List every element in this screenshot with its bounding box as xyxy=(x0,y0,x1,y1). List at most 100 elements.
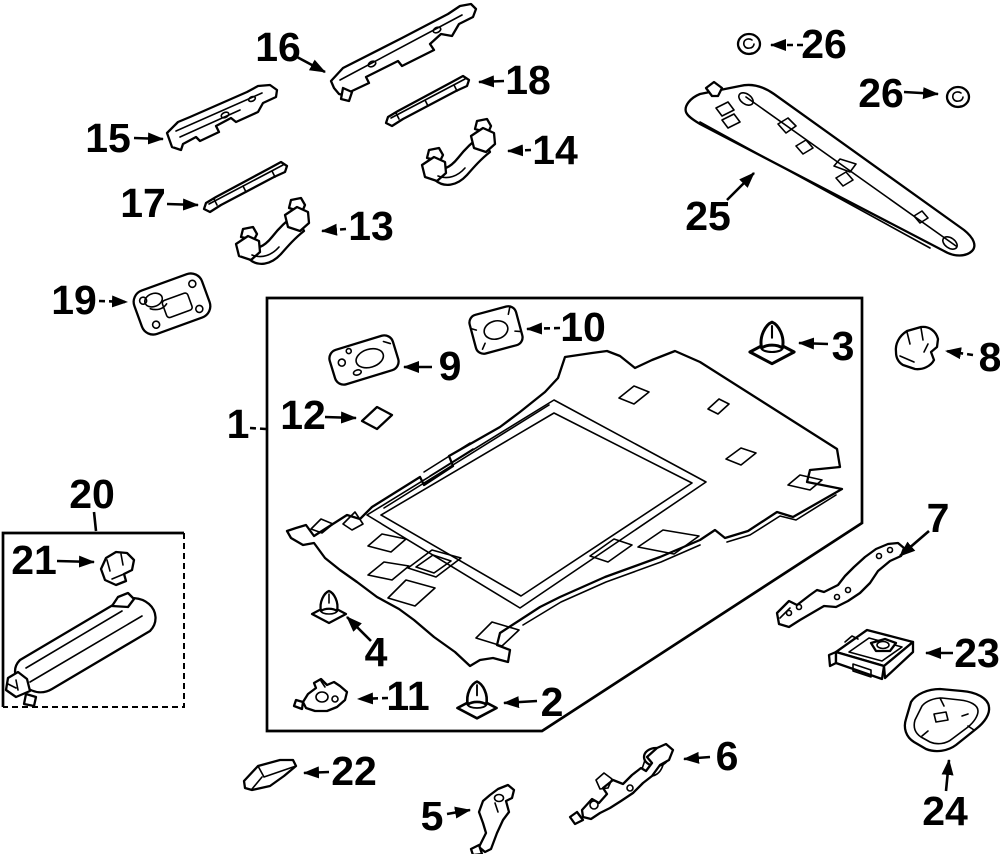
part-14-assist-grip xyxy=(420,117,497,187)
callout-23-label: 23 xyxy=(954,630,1000,676)
callout-22: 22 xyxy=(303,748,377,794)
callout-9: 9 xyxy=(403,343,462,389)
callout-24: 24 xyxy=(922,759,968,834)
callout-26-left-label: 26 xyxy=(801,21,847,67)
callout-4-arrow xyxy=(346,616,372,642)
part-26-grommet-right xyxy=(945,85,971,109)
callout-3-arrow xyxy=(798,337,829,350)
callout-21: 21 xyxy=(11,537,95,583)
callout-13-label: 13 xyxy=(348,203,394,249)
group-box-sunvisor xyxy=(1,531,185,708)
callout-1: 1 xyxy=(227,401,267,447)
part-2-clip xyxy=(456,680,498,720)
part-13-assist-grip xyxy=(234,196,311,266)
part-4-clip xyxy=(310,589,348,625)
callout-14: 14 xyxy=(507,127,578,173)
callout-24-arrow xyxy=(941,759,954,792)
callout-11: 11 xyxy=(357,673,430,719)
callout-6-arrow xyxy=(683,751,711,764)
callout-22-arrow xyxy=(303,766,330,779)
callout-2: 2 xyxy=(503,679,564,725)
callout-7: 7 xyxy=(899,495,950,557)
callout-20-leader xyxy=(92,511,98,532)
part-24-lens-bezel xyxy=(903,687,991,753)
part-15-roof-bow xyxy=(165,83,279,152)
callout-10-label: 10 xyxy=(560,304,606,350)
callout-19: 19 xyxy=(51,277,128,323)
callout-5-arrow xyxy=(446,806,471,819)
callout-6: 6 xyxy=(683,733,739,779)
callout-4-label: 4 xyxy=(365,629,388,675)
part-19-plate xyxy=(132,272,212,336)
callout-18-label: 18 xyxy=(505,57,551,103)
part-22-garnish xyxy=(242,758,298,792)
callout-12-label: 12 xyxy=(280,392,326,438)
callout-10: 10 xyxy=(526,304,606,350)
callout-10-arrow xyxy=(526,322,561,335)
callout-19-arrow xyxy=(98,295,128,308)
callout-16-arrow xyxy=(296,55,326,74)
part-12-patch xyxy=(360,405,394,431)
part-23-overhead-console xyxy=(827,628,915,681)
callout-19-label: 19 xyxy=(51,277,97,323)
callout-18: 18 xyxy=(478,57,551,103)
callout-7-label: 7 xyxy=(927,495,950,541)
callout-1-leader xyxy=(249,426,267,431)
part-3-clip xyxy=(748,320,796,366)
callout-13: 13 xyxy=(321,203,394,249)
callout-15-label: 15 xyxy=(85,115,131,161)
callout-6-label: 6 xyxy=(716,733,739,779)
callout-9-label: 9 xyxy=(439,343,462,389)
part-8-bracket xyxy=(894,325,940,371)
group-box-headliner xyxy=(265,296,864,733)
callout-18-arrow xyxy=(478,75,505,88)
callout-3: 3 xyxy=(798,323,855,369)
callout-20: 20 xyxy=(69,471,115,532)
callout-26-right: 26 xyxy=(858,70,939,116)
part-5-bracket xyxy=(469,783,516,854)
callout-14-label: 14 xyxy=(532,127,578,173)
callout-23: 23 xyxy=(925,630,1000,676)
part-20-sun-visor xyxy=(4,591,157,708)
callout-12-arrow xyxy=(324,411,357,424)
callout-25-arrow xyxy=(726,172,755,201)
callout-12: 12 xyxy=(280,392,357,438)
callout-8: 8 xyxy=(945,334,1000,380)
callout-25: 25 xyxy=(685,172,755,239)
callout-2-arrow xyxy=(503,696,538,709)
callout-15-arrow xyxy=(133,132,164,145)
callout-22-label: 22 xyxy=(331,748,377,794)
callout-5: 5 xyxy=(421,793,471,839)
callout-26-right-label: 26 xyxy=(858,70,904,116)
callout-2-label: 2 xyxy=(541,679,564,725)
part-7-bracket xyxy=(775,541,906,629)
part-17-retainer-strip xyxy=(202,160,289,214)
callout-3-label: 3 xyxy=(832,323,855,369)
callout-4: 4 xyxy=(346,616,388,675)
part-10-plate xyxy=(468,305,524,355)
callout-7-arrow xyxy=(899,530,930,557)
part-11-clip xyxy=(292,677,349,713)
part-1-headliner-panel xyxy=(285,349,844,668)
callout-16: 16 xyxy=(255,24,326,74)
callout-26-left: 26 xyxy=(770,21,847,67)
callout-16-label: 16 xyxy=(255,24,301,70)
callout-15: 15 xyxy=(85,115,164,161)
callout-21-arrow xyxy=(56,555,95,568)
callout-17: 17 xyxy=(120,180,199,226)
part-6-lamp-bracket xyxy=(568,742,675,826)
part-16-roof-bow xyxy=(329,2,478,103)
part-18-retainer-strip xyxy=(384,74,471,128)
callout-24-label: 24 xyxy=(922,788,968,834)
part-9-plate xyxy=(328,334,400,386)
part-26-grommet-left xyxy=(736,32,762,56)
callout-20-label: 20 xyxy=(69,471,115,517)
callout-14-arrow xyxy=(507,144,532,157)
callout-11-label: 11 xyxy=(386,673,429,719)
callout-17-label: 17 xyxy=(120,180,166,226)
callout-8-arrow xyxy=(945,347,974,360)
callout-17-arrow xyxy=(166,198,199,211)
callout-13-arrow xyxy=(321,223,347,236)
